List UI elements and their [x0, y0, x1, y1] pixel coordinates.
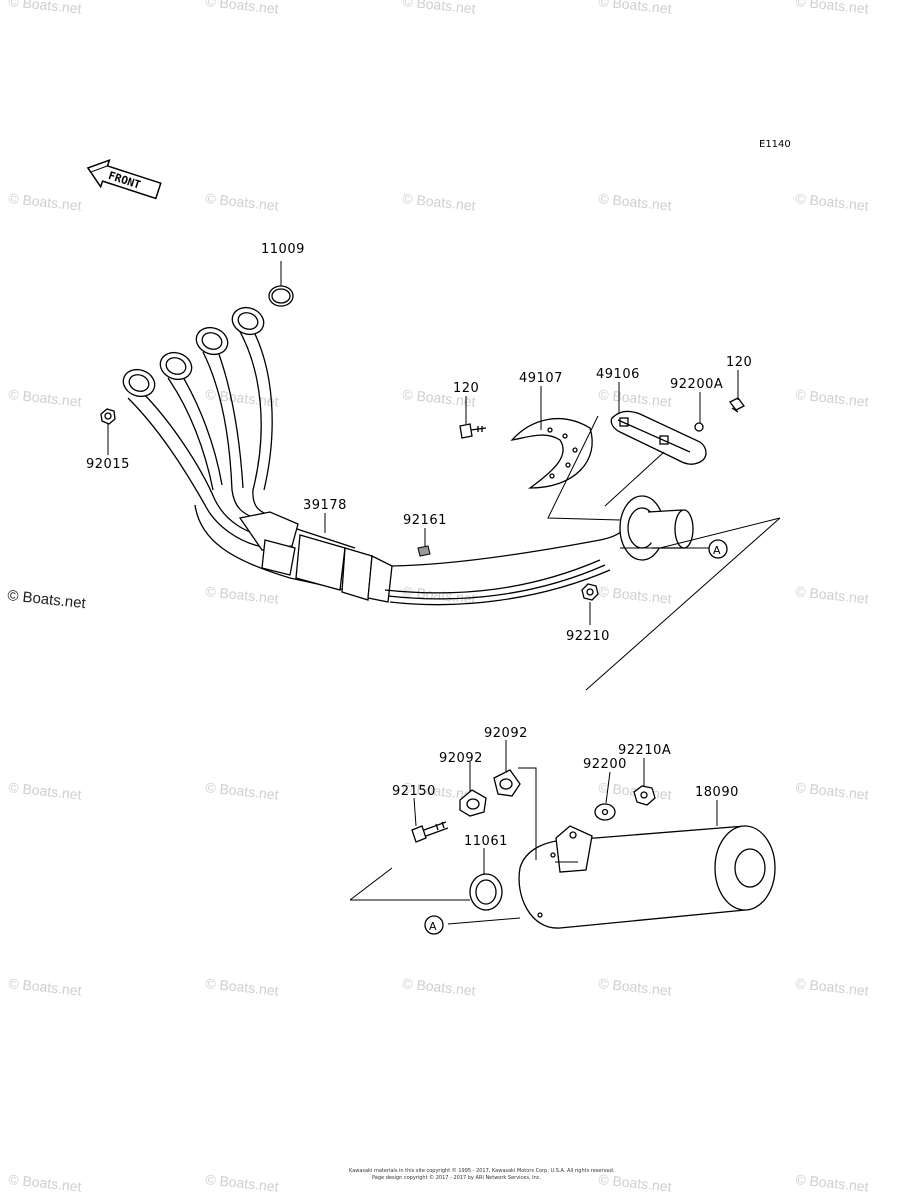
part-label-49106[interactable]: 49106 — [596, 367, 640, 382]
watermark: © Boats.net — [205, 779, 280, 803]
watermark: © Boats.net — [402, 0, 477, 17]
bolt-120-left — [459, 423, 487, 439]
washer-92200 — [594, 803, 616, 821]
watermark: © Boats.net — [8, 0, 83, 17]
part-label-120-left[interactable]: 120 — [453, 381, 479, 396]
watermark: © Boats.net — [8, 386, 83, 410]
watermark: © Boats.net — [795, 0, 870, 17]
watermark: © Boats.net — [402, 975, 477, 999]
part-labels: 11009 92015 39178 92161 120 49107 49106 … — [86, 242, 752, 849]
watermark: © Boats.net — [8, 975, 83, 999]
part-label-39178[interactable]: 39178 — [303, 498, 347, 513]
watermark: © Boats.net — [598, 386, 673, 410]
part-label-92200A[interactable]: 92200A — [670, 377, 723, 392]
part-label-11061[interactable]: 11061 — [464, 834, 508, 849]
watermark: © Boats.net — [598, 190, 673, 214]
watermark-grid: © Boats.net © Boats.net © Boats.net © Bo… — [7, 0, 870, 1195]
watermark: © Boats.net — [205, 386, 280, 410]
watermark: © Boats.net — [8, 779, 83, 803]
nut-92210 — [581, 583, 599, 601]
part-label-11009[interactable]: 11009 — [261, 242, 305, 257]
watermark: © Boats.net — [598, 975, 673, 999]
grommet-92092-left — [459, 789, 487, 817]
leader-lines — [107, 261, 781, 925]
reference-marker-a-upper: A — [708, 539, 728, 559]
watermark: © Boats.net — [8, 1171, 83, 1195]
part-label-92015[interactable]: 92015 — [86, 457, 130, 472]
nut-92210A — [633, 785, 656, 806]
ref-marker-label: A — [713, 544, 721, 557]
watermark: © Boats.net — [598, 0, 673, 17]
watermark: © Boats.net — [205, 583, 280, 607]
grommet-92092-right — [493, 769, 521, 797]
part-label-92161[interactable]: 92161 — [403, 513, 447, 528]
part-label-49107[interactable]: 49107 — [519, 371, 563, 386]
front-direction-arrow: FRONT — [86, 158, 162, 200]
muffler-18090 — [518, 825, 776, 929]
washer-92200A — [694, 422, 704, 432]
watermark: © Boats.net — [795, 779, 870, 803]
heat-shield-49106 — [610, 410, 707, 465]
watermark: © Boats.net — [402, 386, 477, 410]
watermark: © Boats.net — [402, 779, 477, 803]
watermark-prominent: © Boats.net — [7, 587, 88, 612]
cover-49107 — [510, 418, 593, 489]
watermark: © Boats.net — [205, 190, 280, 214]
part-label-92150[interactable]: 92150 — [392, 784, 436, 799]
watermark: © Boats.net — [205, 0, 280, 17]
diagram-code: E1140 — [759, 139, 791, 150]
watermark: © Boats.net — [795, 583, 870, 607]
part-label-92092-left[interactable]: 92092 — [439, 751, 483, 766]
watermark: © Boats.net — [598, 583, 673, 607]
copyright-line-1: Kawasaki materials in this site copyrigh… — [349, 1167, 615, 1174]
watermark: © Boats.net — [8, 190, 83, 214]
ref-marker-label: A — [429, 920, 437, 933]
part-label-92210A[interactable]: 92210A — [618, 743, 671, 758]
reference-marker-a-lower: A — [424, 915, 444, 935]
bolt-120-right — [729, 397, 745, 413]
part-label-92200[interactable]: 92200 — [583, 757, 627, 772]
watermark: © Boats.net — [598, 1171, 673, 1195]
watermark: © Boats.net — [205, 975, 280, 999]
watermark: © Boats.net — [402, 190, 477, 214]
copyright-line-2: Page design copyright © 2017 - 2017 by A… — [372, 1174, 542, 1181]
watermark: © Boats.net — [795, 190, 870, 214]
watermark: © Boats.net — [402, 583, 477, 607]
watermark: © Boats.net — [795, 1171, 870, 1195]
watermark: © Boats.net — [205, 1171, 280, 1195]
part-label-18090[interactable]: 18090 — [695, 785, 739, 800]
exhaust-header-pipes — [122, 306, 694, 606]
damper-92161 — [417, 545, 431, 557]
part-label-92092-right[interactable]: 92092 — [484, 726, 528, 741]
nut-92015 — [100, 408, 116, 425]
bolt-92150 — [411, 821, 449, 843]
watermark: © Boats.net — [795, 975, 870, 999]
part-label-92210[interactable]: 92210 — [566, 629, 610, 644]
part-label-120-right[interactable]: 120 — [726, 355, 752, 370]
watermark: © Boats.net — [795, 386, 870, 410]
gasket-11061 — [469, 873, 503, 911]
